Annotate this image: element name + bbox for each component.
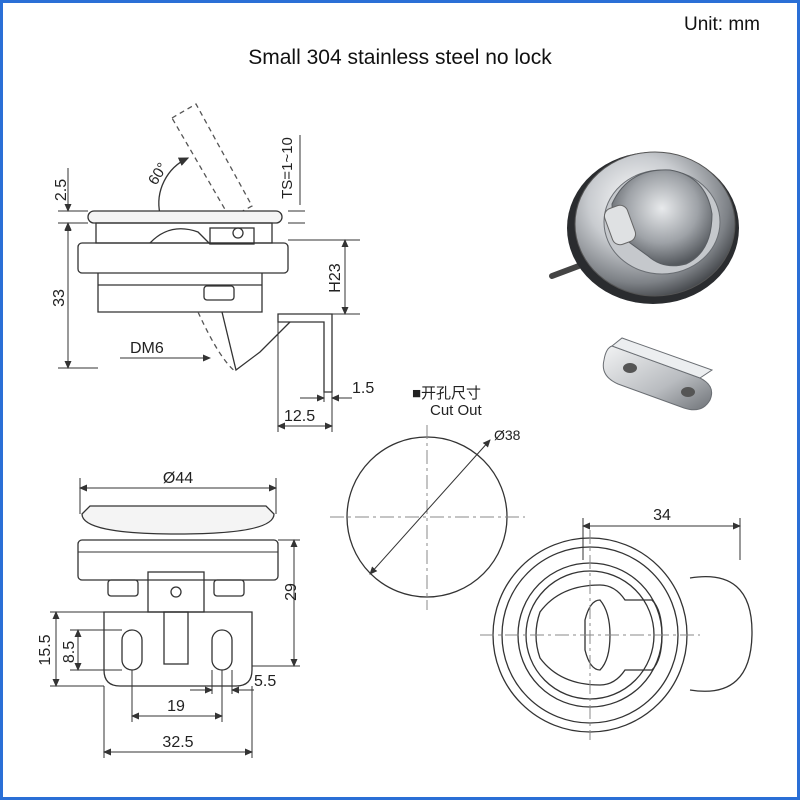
bracket-top-edge (610, 337, 714, 379)
ts-label: TS=1~10 (279, 137, 296, 199)
body-upper (95, 222, 273, 244)
slot-left (121, 629, 143, 671)
product-photo (549, 151, 739, 411)
angle-label: 60° (145, 160, 171, 188)
dim-2-5: 2.5 (53, 179, 70, 201)
spindle-block (147, 571, 205, 613)
dim-5-5: 5.5 (254, 673, 276, 690)
side-nut (203, 285, 235, 301)
flange (87, 210, 283, 224)
h23-label: H23 (327, 263, 344, 292)
cutout-label-cn: ■开孔尺寸 (412, 385, 481, 402)
dim-33: 33 (51, 289, 68, 307)
right-nut (213, 579, 245, 597)
cam-tongue (221, 311, 291, 372)
front-body (77, 539, 279, 581)
tongue (163, 611, 189, 665)
dm6-label: DM6 (130, 340, 164, 357)
front-flange (81, 505, 275, 535)
spindle-hole (170, 586, 182, 598)
bracket-hole-left (623, 363, 637, 373)
dim-34: 34 (653, 507, 671, 524)
cutout-circle (330, 425, 525, 610)
dim-19: 19 (167, 698, 185, 715)
handle-lever (149, 228, 211, 245)
hinge-block (209, 227, 255, 245)
dim-12-5: 12.5 (284, 408, 315, 425)
dim-dia-44: Ø44 (163, 470, 193, 487)
dim-32-5: 32.5 (162, 734, 193, 751)
product-title: Small 304 stainless steel no lock (248, 46, 552, 69)
dim-8-5: 8.5 (61, 641, 78, 663)
dim-dia-38: Ø38 (494, 427, 521, 443)
raised-handle-dashed (171, 103, 253, 219)
dim-15-5: 15.5 (37, 634, 54, 665)
bracket-hole-right (681, 387, 695, 397)
cam-tongue-dashed (197, 311, 237, 373)
body-lower (97, 273, 263, 313)
body-ring (77, 242, 289, 274)
dim-1-5: 1.5 (352, 380, 374, 397)
side-view (58, 103, 360, 432)
dim-29: 29 (283, 583, 300, 601)
hinge-pin (232, 227, 244, 239)
left-nut (107, 579, 139, 597)
front-bracket-plate (103, 611, 253, 687)
top-handle (535, 584, 663, 686)
unit-label: Unit: mm (684, 14, 760, 35)
angle-arc (158, 157, 190, 215)
top-view (480, 518, 753, 740)
front-view (50, 478, 300, 758)
slot-right (211, 629, 233, 671)
steel-hinge (603, 204, 637, 246)
top-bracket-outline (689, 576, 753, 692)
cutout-label-en: Cut Out (430, 402, 483, 419)
